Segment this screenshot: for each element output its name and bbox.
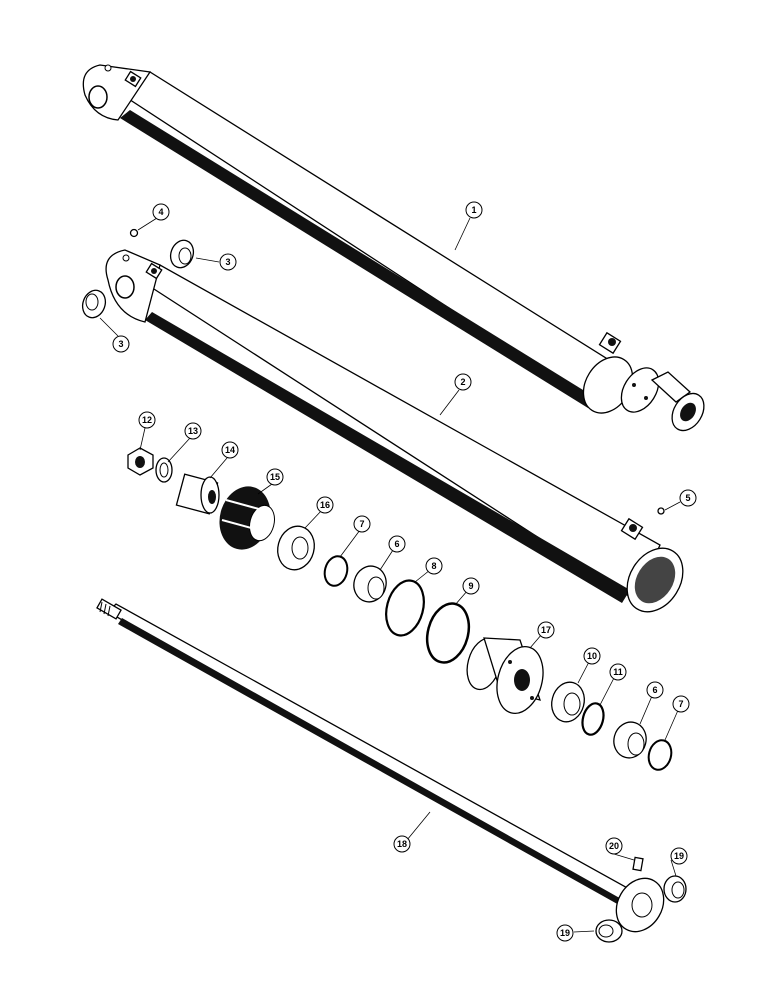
callout-label: 7 xyxy=(678,699,683,709)
callout-19: 19 xyxy=(556,924,574,942)
callout-3: 3 xyxy=(219,253,237,271)
grease-fitting-part xyxy=(129,228,139,238)
grease-fitting-part xyxy=(657,507,665,515)
backup-ring-part xyxy=(425,602,471,664)
callout-label: 19 xyxy=(674,851,684,861)
callout-7: 7 xyxy=(353,515,371,533)
callout-1: 1 xyxy=(465,201,483,219)
o-ring-part xyxy=(323,555,349,587)
callout-2: 2 xyxy=(454,373,472,391)
o-ring-part xyxy=(647,739,673,771)
callout-8: 8 xyxy=(425,557,443,575)
cylinder-assembly-part xyxy=(82,64,705,432)
callout-label: 13 xyxy=(188,426,198,436)
callout-label: 12 xyxy=(142,415,152,425)
callout-label: 3 xyxy=(118,339,123,349)
callout-16: 16 xyxy=(316,496,334,514)
o-ring-part xyxy=(385,579,425,637)
callout-15: 15 xyxy=(266,468,284,486)
seal-bushing-part xyxy=(613,721,647,759)
callout-label: 6 xyxy=(652,685,657,695)
seal-bushing-part xyxy=(353,565,387,603)
callout-label: 5 xyxy=(685,493,690,503)
callout-label: 18 xyxy=(397,839,407,849)
callout-13: 13 xyxy=(184,422,202,440)
callout-10: 10 xyxy=(583,647,601,665)
callout-6: 6 xyxy=(388,535,406,553)
callout-14: 14 xyxy=(221,441,239,459)
piston-seal-part xyxy=(219,486,275,550)
callout-12: 12 xyxy=(138,411,156,429)
callout-7: 7 xyxy=(672,695,690,713)
callout-19: 19 xyxy=(670,847,688,865)
callout-label: 1 xyxy=(471,205,476,215)
callout-label: 7 xyxy=(359,519,364,529)
callout-label: 10 xyxy=(587,651,597,661)
callout-11: 11 xyxy=(609,663,627,681)
callout-6: 6 xyxy=(646,681,664,699)
cylinder-head-part xyxy=(466,637,544,714)
wiper-ring-part xyxy=(581,702,605,736)
callout-label: 11 xyxy=(613,667,623,677)
leader-lines xyxy=(99,217,681,933)
callout-label: 2 xyxy=(460,377,465,387)
nut-part xyxy=(127,447,154,476)
wear-ring-part xyxy=(277,525,315,571)
callout-20: 20 xyxy=(605,837,623,855)
callout-label: 4 xyxy=(158,207,163,217)
bushing-part xyxy=(81,289,107,319)
callout-label: 3 xyxy=(225,257,230,267)
callout-label: 19 xyxy=(560,928,570,938)
piston-rod-part xyxy=(96,598,665,933)
callout-label: 20 xyxy=(609,841,619,851)
piston-part xyxy=(175,473,220,515)
callout-label: 14 xyxy=(225,445,235,455)
callout-label: 15 xyxy=(270,472,280,482)
callout-label: 17 xyxy=(541,625,551,635)
callout-4: 4 xyxy=(152,203,170,221)
callout-3: 3 xyxy=(112,335,130,353)
callout-5: 5 xyxy=(679,489,697,507)
rod-bushing-part xyxy=(551,681,585,723)
callout-9: 9 xyxy=(462,577,480,595)
callout-label: 9 xyxy=(468,581,473,591)
callout-label: 8 xyxy=(431,561,436,571)
bushing-part xyxy=(169,239,195,269)
cylinder-barrel-part xyxy=(105,249,684,613)
callout-label: 16 xyxy=(320,500,330,510)
callout-17: 17 xyxy=(537,621,555,639)
rod-eye-bushing-part xyxy=(595,919,623,943)
washer-part xyxy=(155,457,173,483)
callout-label: 6 xyxy=(394,539,399,549)
callout-18: 18 xyxy=(393,835,411,853)
grease-fitting-part xyxy=(632,856,644,872)
rod-eye-bushing-part xyxy=(663,875,687,903)
